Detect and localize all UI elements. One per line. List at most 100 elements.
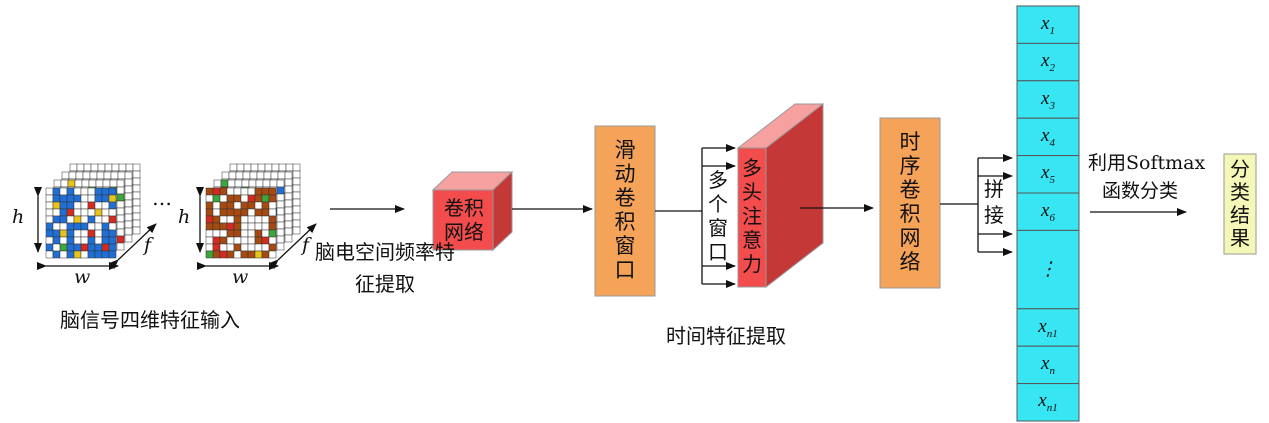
stack1-cell xyxy=(132,226,141,235)
stack2-cell xyxy=(240,236,249,245)
stack1-cell xyxy=(87,236,96,245)
stack1-cell xyxy=(116,193,125,202)
stack1-cell xyxy=(108,229,117,238)
stack2-cell xyxy=(205,229,214,238)
stack1-cell xyxy=(101,194,110,203)
stack2-cell xyxy=(276,221,285,230)
stack1-cell xyxy=(94,187,103,196)
stack1-cell xyxy=(59,250,68,259)
stack1-cell xyxy=(124,213,133,222)
stack2-cell xyxy=(248,179,257,188)
stack2-cell xyxy=(276,207,285,216)
stack2-cell xyxy=(221,171,230,180)
stack1-cell xyxy=(116,179,125,188)
tcn-label: 时序卷积网络 xyxy=(880,130,940,274)
stack2-cell xyxy=(268,187,277,196)
stack1-cell xyxy=(45,201,54,210)
stack1-cell xyxy=(132,170,141,179)
stack2-cell xyxy=(276,235,285,244)
attention-label: 多头注意力 xyxy=(738,156,766,276)
stack1-cell xyxy=(108,187,117,196)
stack1-cell xyxy=(87,187,96,196)
stack1-cell xyxy=(124,234,133,243)
stack2-cell xyxy=(254,215,263,224)
stack1-cell xyxy=(66,250,75,259)
v-result-char-1: 类 xyxy=(1230,180,1250,204)
cnn-label-text: 卷积网络 xyxy=(444,196,484,244)
stack1-cell xyxy=(132,163,141,172)
stack1-cell xyxy=(108,201,117,210)
stack1-cell xyxy=(52,222,61,231)
feature-vector-cell-label: xn1 xyxy=(1017,316,1079,340)
v-result-char-3: 果 xyxy=(1230,226,1250,250)
stack2-cell xyxy=(268,236,277,245)
stack2-cell xyxy=(212,236,221,245)
sliding-window-box xyxy=(594,125,656,297)
stack1-cell xyxy=(45,229,54,238)
stack2-cell xyxy=(276,214,285,223)
stack1-cell xyxy=(108,236,117,245)
stack2-cell xyxy=(219,215,228,224)
stack1-cell xyxy=(132,184,141,193)
stack2-cell xyxy=(276,179,285,188)
stack1-cell xyxy=(124,227,133,236)
feature-vector-cell xyxy=(1016,308,1080,347)
stack1-cell xyxy=(59,236,68,245)
stack2-cell xyxy=(226,215,235,224)
feature-vector-cell xyxy=(1016,345,1080,385)
stack2-cell xyxy=(247,222,256,231)
stack2-cell xyxy=(233,243,242,252)
v-tcn-char-2: 卷 xyxy=(899,178,921,202)
stack2-cell xyxy=(284,178,293,187)
stack2-cell xyxy=(240,208,249,217)
stack1-cell xyxy=(132,219,141,228)
stack2-cell xyxy=(247,215,256,224)
stack2-cell xyxy=(254,236,263,245)
stack2-cell xyxy=(205,222,214,231)
stack2-cell xyxy=(268,194,277,203)
stack2-cell xyxy=(276,242,285,251)
v-result-char-2: 结 xyxy=(1230,203,1250,227)
stack1-cell xyxy=(52,243,61,252)
stack1-cell xyxy=(45,236,54,245)
result-label: 分类结果 xyxy=(1224,158,1256,250)
stack2-cell xyxy=(233,236,242,245)
stack1-cell xyxy=(104,163,113,172)
stack1-cell xyxy=(59,215,68,224)
feature-symbol: ⋮ xyxy=(1038,258,1058,280)
v-tcn-char-1: 序 xyxy=(899,154,921,178)
stack2-cell xyxy=(226,208,235,217)
attention-slab xyxy=(736,102,825,289)
stack2-cell xyxy=(240,229,249,238)
feature-subscript: n xyxy=(1049,364,1055,377)
stack2-cell xyxy=(219,250,228,259)
stack2-cell xyxy=(240,194,249,203)
stack2-cell xyxy=(254,243,263,252)
stack2-cell xyxy=(249,171,258,180)
stack2-cell xyxy=(226,194,235,203)
stack1-cell xyxy=(73,208,82,217)
stack1-cell xyxy=(52,201,61,210)
feature-subscript: 3 xyxy=(1049,99,1055,112)
stack2-cell xyxy=(235,171,244,180)
stack1-cell xyxy=(124,199,133,208)
stack2-cell xyxy=(255,179,264,188)
ellipsis-between-stacks: … xyxy=(152,186,172,210)
temporal-stage-caption: 时间特征提取 xyxy=(666,324,786,348)
stack2-cell xyxy=(233,222,242,231)
stack2-cell xyxy=(256,171,265,180)
stack1-cell xyxy=(87,201,96,210)
stack2-cell xyxy=(226,229,235,238)
stack2-cell xyxy=(226,236,235,245)
stack1-cell xyxy=(101,215,110,224)
stack1-cell xyxy=(132,198,141,207)
stack2-cell xyxy=(213,179,222,188)
stack1-cell xyxy=(124,171,133,180)
stack1-cell xyxy=(73,229,82,238)
stack2-cell xyxy=(254,250,263,259)
stack2-cell xyxy=(247,236,256,245)
stack2-cell xyxy=(212,243,221,252)
stack2-cell xyxy=(219,229,228,238)
stack1-cell xyxy=(81,179,90,188)
stack1-cell xyxy=(87,208,96,217)
